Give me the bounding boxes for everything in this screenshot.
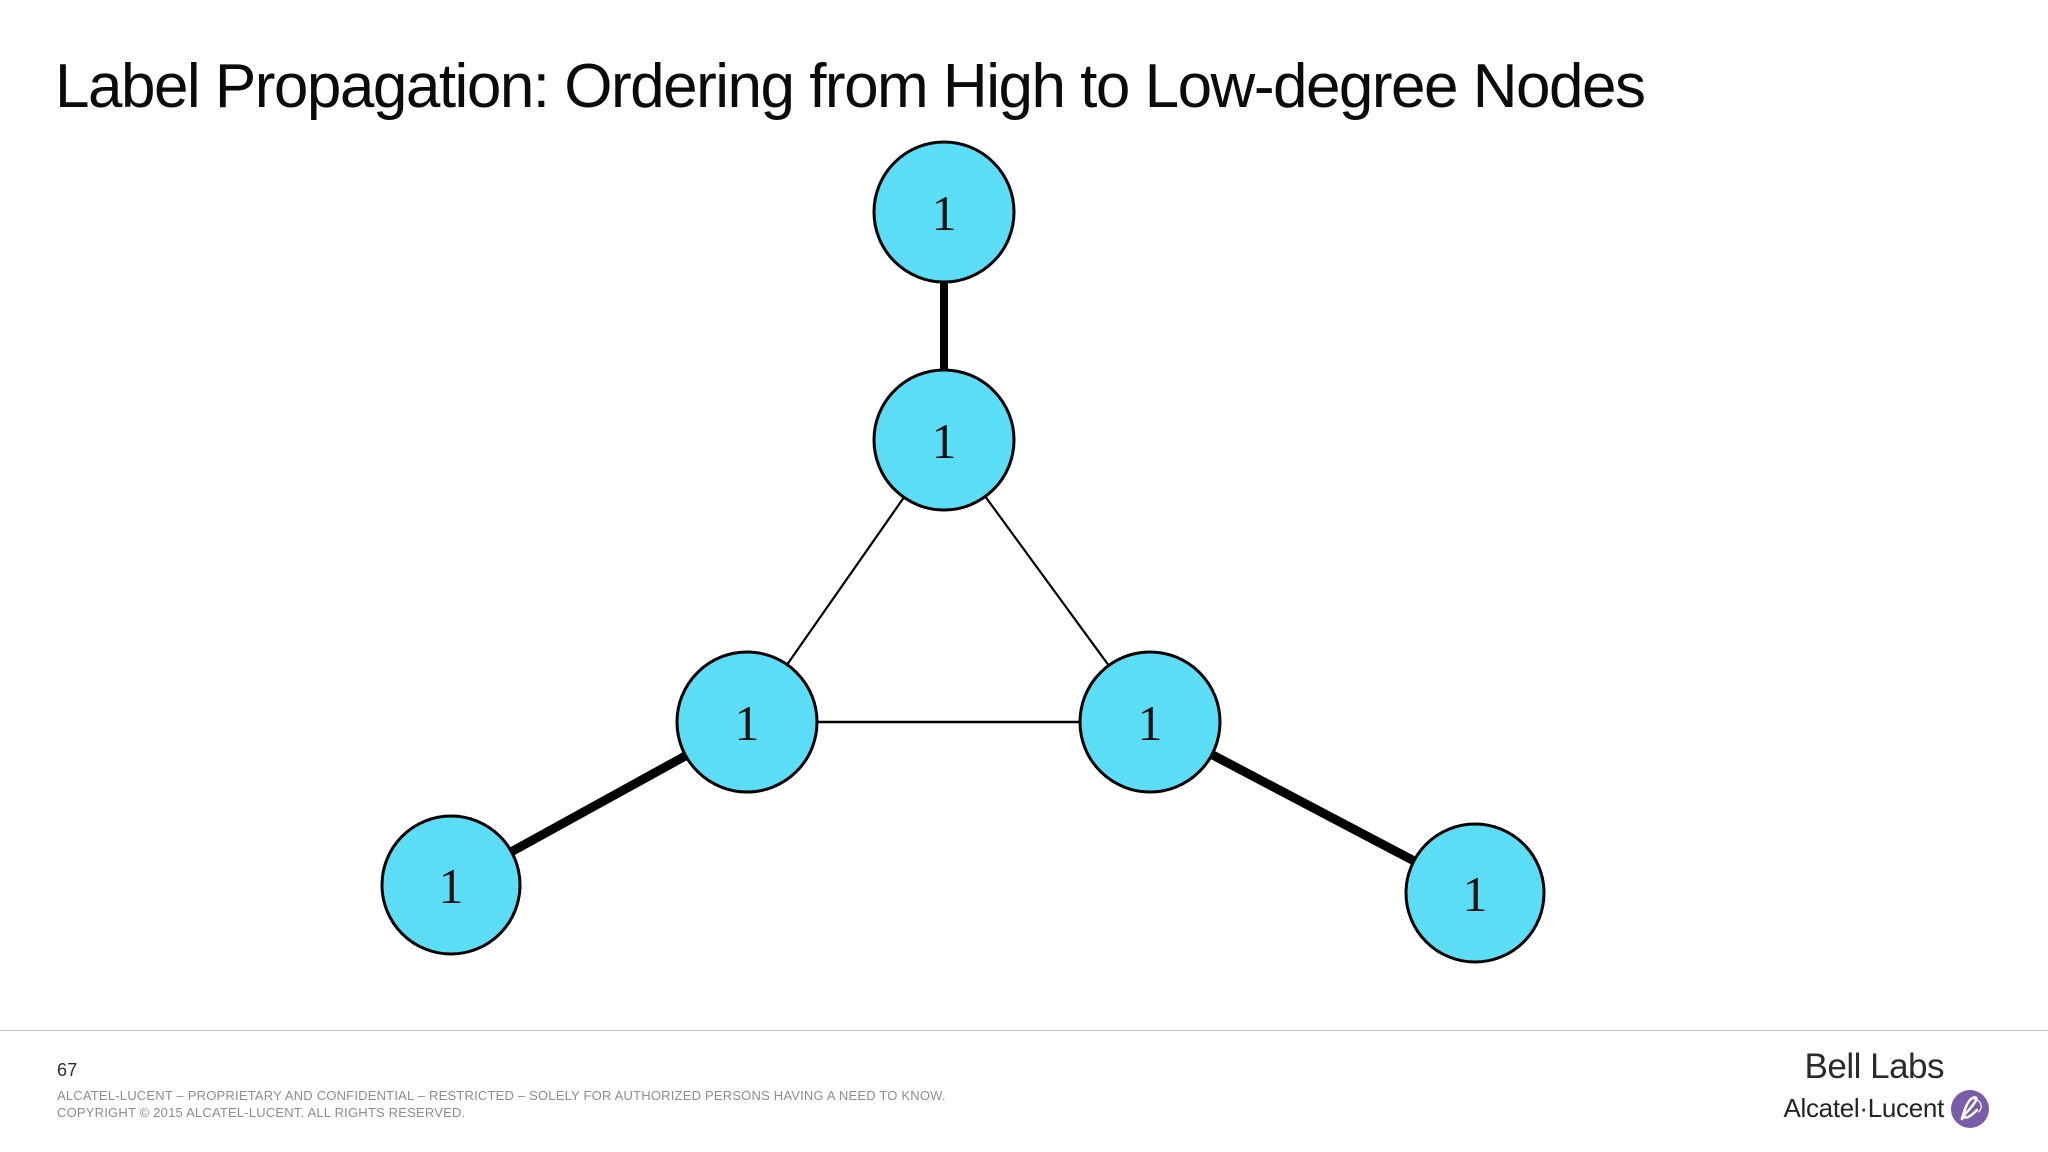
footer-line-2: COPYRIGHT © 2015 ALCATEL-LUCENT. ALL RIG… (57, 1105, 466, 1120)
node-label-left-mid: 1 (735, 695, 760, 751)
node-label-left-leaf: 1 (439, 858, 464, 914)
footer-line-1: ALCATEL-LUCENT – PROPRIETARY AND CONFIDE… (57, 1088, 946, 1103)
graph-node-left-mid (675, 650, 819, 794)
node-label-middle: 1 (932, 413, 957, 469)
node-label-top-leaf: 1 (932, 185, 957, 241)
page-number: 67 (57, 1060, 78, 1080)
alcatel-lucent-row: Alcatel·Lucent (1783, 1089, 1990, 1129)
node-label-right-mid: 1 (1138, 695, 1163, 751)
alcatel-lucent-wordmark: Alcatel·Lucent (1783, 1093, 1944, 1123)
footer-confidentiality: ALCATEL-LUCENT – PROPRIETARY AND CONFIDE… (57, 1087, 946, 1121)
alcatel-lucent-swirl-icon (1951, 1089, 1989, 1128)
brand-block: Bell Labs Alcatel·Lucent (1783, 1047, 1990, 1129)
slide-title: Label Propagation: Ordering from High to… (55, 52, 1646, 121)
graph-node-right-mid (1078, 650, 1222, 794)
footer-divider (0, 1030, 2048, 1031)
bell-labs-wordmark: Bell Labs (1804, 1047, 1945, 1086)
graph-node-top-leaf (872, 140, 1016, 284)
graph-node-right-leaf (1404, 822, 1546, 964)
graph-node-middle (872, 368, 1016, 512)
node-label-right-leaf: 1 (1463, 866, 1488, 922)
graph-node-left-leaf (380, 814, 522, 956)
